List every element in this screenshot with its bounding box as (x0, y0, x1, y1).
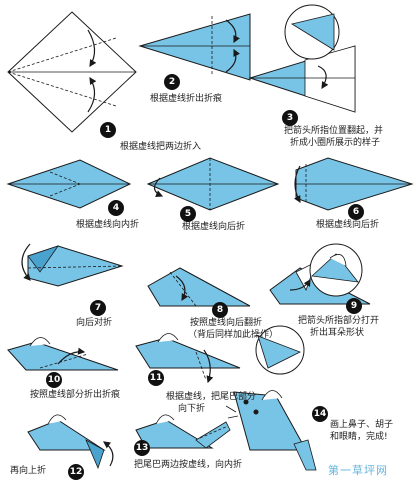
step-number-10: 10 (46, 372, 62, 388)
step-5-caption: 根据虚线向后折 (182, 222, 246, 232)
step-14-figure (225, 390, 317, 471)
step-number-1: 1 (100, 122, 116, 138)
step-10-caption: 按照虚线部分折出折痕 (30, 390, 121, 400)
step-number-5: 5 (180, 206, 196, 222)
step-6-caption: 根据虚线向后折 (316, 220, 380, 230)
step-6-figure (293, 157, 414, 211)
step-number-9: 9 (346, 298, 362, 314)
step-number-2: 2 (164, 74, 180, 90)
step-number-7: 7 (90, 300, 106, 316)
step-11-figure (135, 325, 305, 384)
step-11-caption-2: 向下折 (178, 404, 206, 414)
step-12-figure (27, 414, 114, 470)
step-9-caption: 把箭头所指部分打开 (298, 316, 380, 326)
step-number-6: 6 (348, 204, 364, 220)
step-5-figure (146, 157, 280, 211)
step-2-figure (138, 13, 251, 81)
step-8-figure (147, 267, 251, 307)
step-4-caption: 根据虚线向内折 (76, 220, 140, 230)
step-2-caption: 根据虚线折出折痕 (150, 94, 223, 104)
step-7-caption: 向后对折 (76, 318, 113, 328)
step-number-4: 4 (108, 200, 124, 216)
step-number-13: 13 (134, 440, 150, 456)
step-3-caption-2: 折成小圈所展示的样子 (290, 138, 381, 148)
step-7-figure (21, 243, 124, 287)
step-1-caption: 根据虚线把两边折入 (120, 142, 202, 152)
step-number-11: 11 (148, 370, 164, 386)
step-3-caption: 把箭头所指位置翻起，并 (284, 126, 384, 136)
step-number-14: 14 (312, 406, 328, 422)
step-number-3: 3 (282, 110, 298, 126)
step-13-figure (135, 414, 231, 449)
site-watermark: 第一草坪网 (328, 464, 388, 477)
step-8-caption-2: （背后同样加此操作） (188, 330, 279, 340)
step-number-8: 8 (212, 302, 228, 318)
step-13-caption: 把尾巴两边按虚线，向内折 (134, 460, 243, 470)
step-8-caption: 按照虚线向后翻折 (190, 318, 263, 328)
step-3-figure (248, 4, 356, 113)
step-9-figure (269, 243, 371, 305)
step-12-caption: 再向上折 (10, 466, 47, 476)
step-9-caption-2: 折出耳朵形状 (310, 328, 365, 338)
step-1-figure (7, 11, 137, 133)
step-4-figure (6, 159, 132, 209)
step-number-12: 12 (68, 464, 84, 480)
step-14-caption: 画上鼻子、胡子 (330, 420, 394, 430)
step-14-caption-2: 和眼睛，完成! (330, 432, 388, 442)
step-10-figure (7, 337, 119, 371)
step-11-caption: 根据虚线，把尾巴部分 (166, 392, 257, 402)
